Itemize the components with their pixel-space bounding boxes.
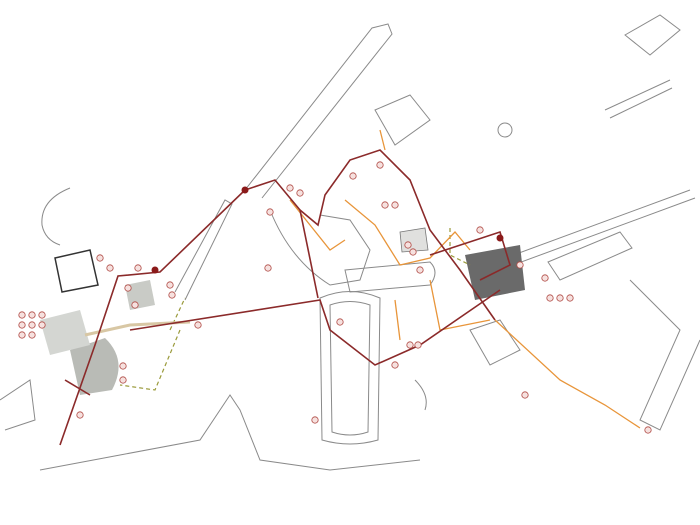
map-marker xyxy=(266,208,274,216)
map-marker xyxy=(541,274,549,282)
map-marker xyxy=(381,201,389,209)
canal-building xyxy=(319,291,381,445)
map-marker xyxy=(28,311,36,319)
red-route-main xyxy=(244,149,496,321)
map-marker xyxy=(644,426,652,434)
map-marker xyxy=(391,361,399,369)
map-marker xyxy=(546,294,554,302)
map-marker xyxy=(516,261,524,269)
map-marker xyxy=(391,201,399,209)
west-buildings xyxy=(40,310,90,355)
orange-route-4 xyxy=(494,319,641,429)
route-nodes xyxy=(151,186,504,274)
red-route-west xyxy=(59,189,246,446)
numbered-markers xyxy=(18,161,652,434)
complex-central xyxy=(269,209,371,286)
red-route-south xyxy=(129,289,501,366)
map-marker xyxy=(414,341,422,349)
map-marker xyxy=(194,321,202,329)
map-marker xyxy=(18,321,26,329)
map-marker xyxy=(38,321,46,329)
lines-top-right xyxy=(604,79,673,119)
orange-route-5 xyxy=(379,129,401,341)
rect-building-east xyxy=(547,231,633,281)
building-top-right xyxy=(624,14,681,56)
court-mass xyxy=(125,280,155,310)
map-marker xyxy=(336,318,344,326)
map-marker xyxy=(106,264,114,272)
route-node xyxy=(496,234,504,242)
map-marker xyxy=(406,341,414,349)
map-marker xyxy=(28,321,36,329)
map-marker xyxy=(119,362,127,370)
red-route-link xyxy=(299,209,319,299)
map-marker xyxy=(311,416,319,424)
long-wall-east xyxy=(499,189,696,269)
map-marker xyxy=(166,281,174,289)
map-marker xyxy=(521,391,529,399)
map-marker xyxy=(168,291,176,299)
arc-south-center xyxy=(414,379,427,411)
map-marker xyxy=(349,172,357,180)
map-marker xyxy=(28,331,36,339)
building-north xyxy=(374,94,431,146)
map-marker xyxy=(409,248,417,256)
building-west-complex xyxy=(54,249,99,293)
pool-mass xyxy=(399,227,429,253)
orange-route-2 xyxy=(344,199,471,266)
map-marker xyxy=(264,264,272,272)
long-wall-north xyxy=(244,23,393,199)
map-marker xyxy=(416,266,424,274)
orange-route-3 xyxy=(429,279,491,331)
coast-line-south xyxy=(39,394,421,471)
semicircle-west xyxy=(41,187,71,246)
map-marker xyxy=(96,254,104,262)
red-route-east xyxy=(429,230,511,281)
map-marker xyxy=(38,311,46,319)
map-marker xyxy=(124,284,132,292)
wall-southeast xyxy=(629,279,700,431)
left-edge-building xyxy=(0,379,36,431)
map-marker xyxy=(131,301,139,309)
route-node xyxy=(241,186,249,194)
red-route-theatre xyxy=(64,379,91,396)
dashed-path-central xyxy=(169,297,186,331)
map-marker xyxy=(18,331,26,339)
map-marker xyxy=(404,241,412,249)
orange-route-1 xyxy=(289,199,346,251)
map-marker xyxy=(76,411,84,419)
map-marker xyxy=(119,376,127,384)
map-marker xyxy=(134,264,142,272)
building-bottom-right xyxy=(469,319,521,366)
round-structure xyxy=(497,122,513,138)
map-marker xyxy=(286,184,294,192)
map-marker xyxy=(376,161,384,169)
map-marker xyxy=(556,294,564,302)
map-marker xyxy=(296,189,304,197)
wall-diagonal-west xyxy=(174,199,233,301)
primary-routes xyxy=(59,149,511,446)
dashed-path-west xyxy=(119,329,181,391)
route-node xyxy=(151,266,159,274)
map-marker xyxy=(476,226,484,234)
structures-layer xyxy=(0,14,700,471)
map-marker xyxy=(566,294,574,302)
map-marker xyxy=(18,311,26,319)
arc-building-central xyxy=(344,261,436,293)
